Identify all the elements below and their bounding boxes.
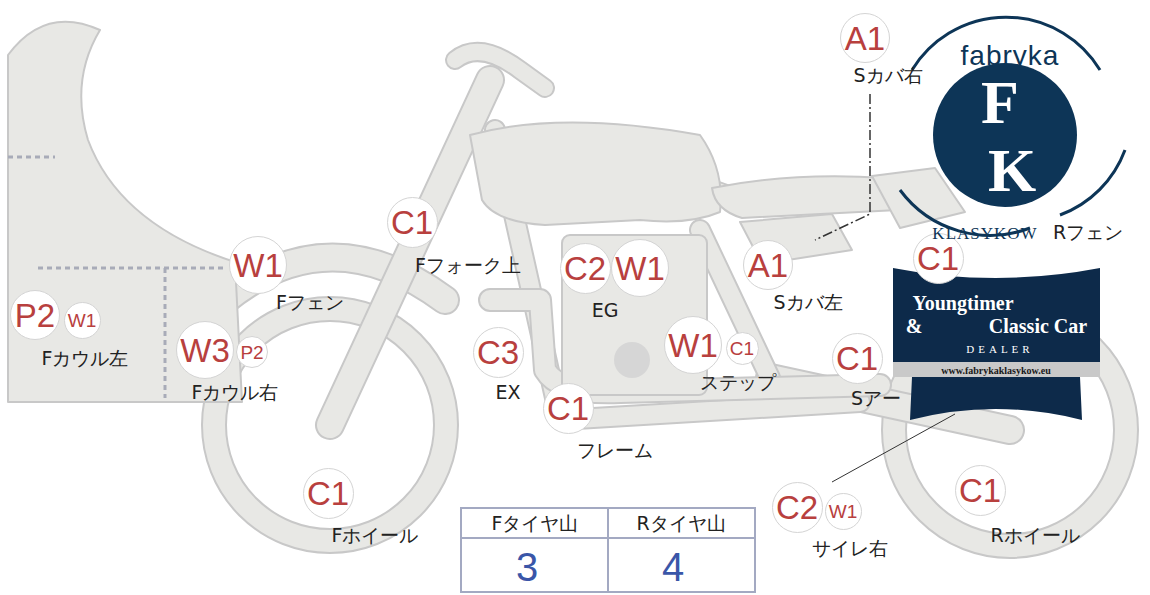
watermark: F	[981, 68, 1019, 136]
part-name: Fカウル左	[42, 348, 129, 369]
callout-number: W1	[668, 329, 718, 362]
part-name: サイレ右	[812, 538, 888, 559]
watermark: K	[988, 136, 1036, 204]
callout-number: C1	[917, 242, 959, 275]
callout-number: W1	[615, 252, 665, 285]
part-name: Fカウル右	[192, 382, 279, 403]
callout-circle: W3	[176, 321, 234, 379]
fairing	[8, 22, 242, 402]
table-header: Fタイヤ山	[492, 513, 579, 534]
callout-number: W1	[233, 249, 283, 282]
callout-circle: C3	[473, 327, 524, 378]
callout-number: C2	[776, 491, 818, 524]
part-name: Fフェン	[276, 292, 344, 313]
part-name: Rフェン	[1053, 222, 1123, 243]
part-name: Fフォーク上	[415, 255, 521, 276]
table-header: Rタイヤ山	[636, 513, 725, 534]
part-name: EX	[495, 382, 520, 403]
part-name: Sカバ左	[773, 292, 842, 313]
part-name: EG	[592, 300, 619, 321]
callout-circle: C1	[387, 197, 438, 248]
part-name: Rホイール	[990, 525, 1079, 546]
callout-circle: A1	[840, 13, 890, 63]
callout-circle: C1	[832, 333, 883, 384]
logo-circle	[933, 63, 1077, 207]
callout-number: C2	[564, 252, 606, 285]
callout-number: W3	[180, 334, 230, 367]
watermark: fabryka	[961, 41, 1060, 72]
callout-circle: A1	[743, 240, 793, 290]
watermark: &	[906, 315, 923, 337]
callout-circle: C1	[955, 465, 1006, 516]
callout-circle: W1	[229, 236, 287, 294]
callout-number: C1	[307, 477, 349, 510]
callout-number: C1	[836, 342, 878, 375]
table-value: 4	[662, 545, 684, 589]
table-value: 3	[516, 545, 538, 589]
callout-number: A1	[748, 249, 788, 282]
callout-circle: W1	[825, 493, 862, 530]
tire-table	[461, 508, 755, 592]
callout-circle: C2	[772, 482, 823, 533]
watermark: Youngtimer	[912, 292, 1013, 314]
callout-circle: W1	[64, 302, 101, 339]
watermark: DEALER	[966, 343, 1033, 355]
callout-number: P2	[15, 299, 55, 332]
callout-number: C1	[547, 392, 589, 425]
fuel-tank	[470, 123, 721, 226]
callout-number: P2	[240, 343, 263, 362]
dealer-badge	[893, 268, 1100, 362]
leader-line	[815, 94, 870, 240]
watermark: www.fabrykaklasykow.eu	[941, 365, 1050, 376]
watermark: Classic Car	[989, 315, 1087, 337]
callout-number: C1	[959, 474, 1001, 507]
callout-circle: C2	[560, 243, 611, 294]
callout-number: C3	[477, 336, 519, 369]
part-name: Sカバ右	[853, 65, 922, 86]
callout-circle: W1	[664, 316, 722, 374]
part-name: Sアー	[851, 388, 901, 409]
callout-number: C1	[391, 206, 433, 239]
callout-circle: C1	[543, 383, 594, 434]
callout-circle: P2	[10, 290, 60, 340]
callout-circle: W1	[611, 239, 669, 297]
callout-circle: C1	[726, 332, 759, 365]
part-name: Fホイール	[332, 525, 419, 546]
leader-line	[832, 414, 955, 482]
callout-number: C1	[730, 339, 754, 358]
seat	[712, 176, 900, 218]
callout-number: A1	[845, 22, 885, 55]
callout-circle: C1	[303, 468, 354, 519]
part-name: ステップ	[700, 372, 776, 393]
part-name: フレーム	[577, 440, 653, 461]
callout-number: W1	[829, 502, 858, 521]
watermark: KLASYKOW	[932, 225, 1037, 244]
callout-circle: P2	[236, 336, 268, 368]
callout-number: W1	[68, 311, 97, 330]
